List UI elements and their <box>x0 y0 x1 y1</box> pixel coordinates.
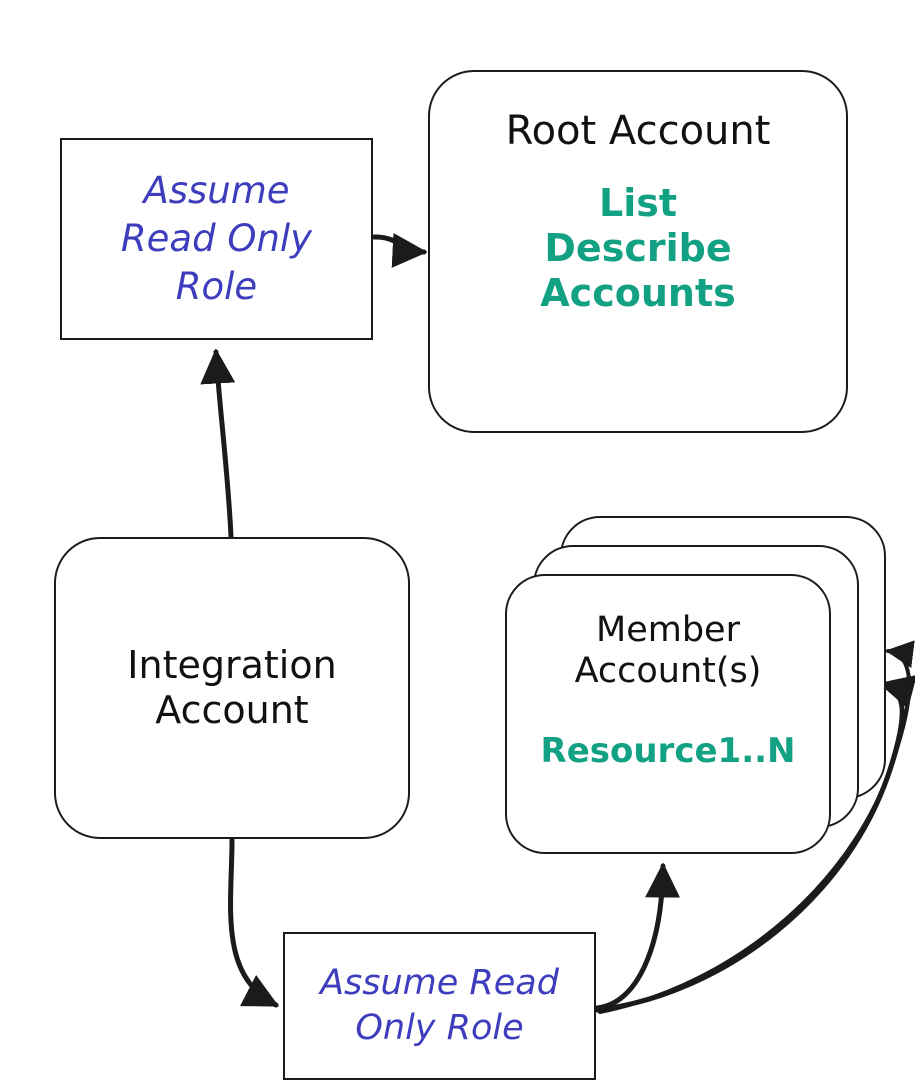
edge-integration-to-role-top <box>200 348 236 540</box>
edge-role-top-to-root-account <box>371 232 428 268</box>
member-accounts-resources: Resource1..N <box>540 730 796 771</box>
assume-read-only-role-bottom-label: Assume Read Only Role <box>320 962 559 1049</box>
edge-role-bottom-to-member-front <box>594 862 681 1011</box>
root-account-title: Root Account <box>505 108 771 154</box>
member-account-card-front[interactable]: Member Account(s) Resource1..N <box>505 574 831 854</box>
root-account-actions: List Describe Accounts <box>540 181 736 315</box>
assume-read-only-role-top-label: Assume Read Only Role <box>120 168 313 309</box>
root-account-box[interactable]: Root Account List Describe Accounts <box>428 70 848 433</box>
edge-integration-to-role-bottom <box>228 837 280 1008</box>
integration-account-box[interactable]: Integration Account <box>54 537 410 839</box>
member-accounts-title: Member Account(s) <box>574 610 762 692</box>
assume-read-only-role-top-box[interactable]: Assume Read Only Role <box>60 138 373 340</box>
integration-account-label: Integration Account <box>127 643 337 732</box>
assume-read-only-role-bottom-box[interactable]: Assume Read Only Role <box>283 932 596 1080</box>
